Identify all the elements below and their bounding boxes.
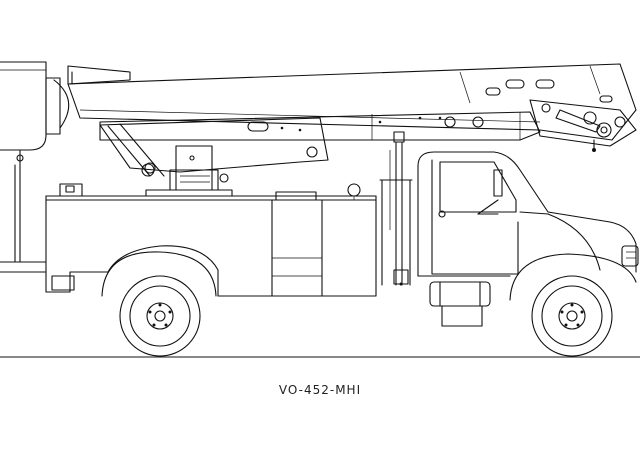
boom-rest <box>379 131 413 286</box>
model-label: VO-452-MHI <box>278 383 362 397</box>
cab <box>417 151 639 301</box>
upper-boom <box>67 63 637 152</box>
platform-bucket <box>0 61 70 263</box>
lower-boom <box>99 111 541 177</box>
rear-wheel <box>119 275 201 357</box>
front-wheel <box>531 275 613 357</box>
utility-body <box>0 163 377 297</box>
fuel-tank <box>393 269 491 327</box>
